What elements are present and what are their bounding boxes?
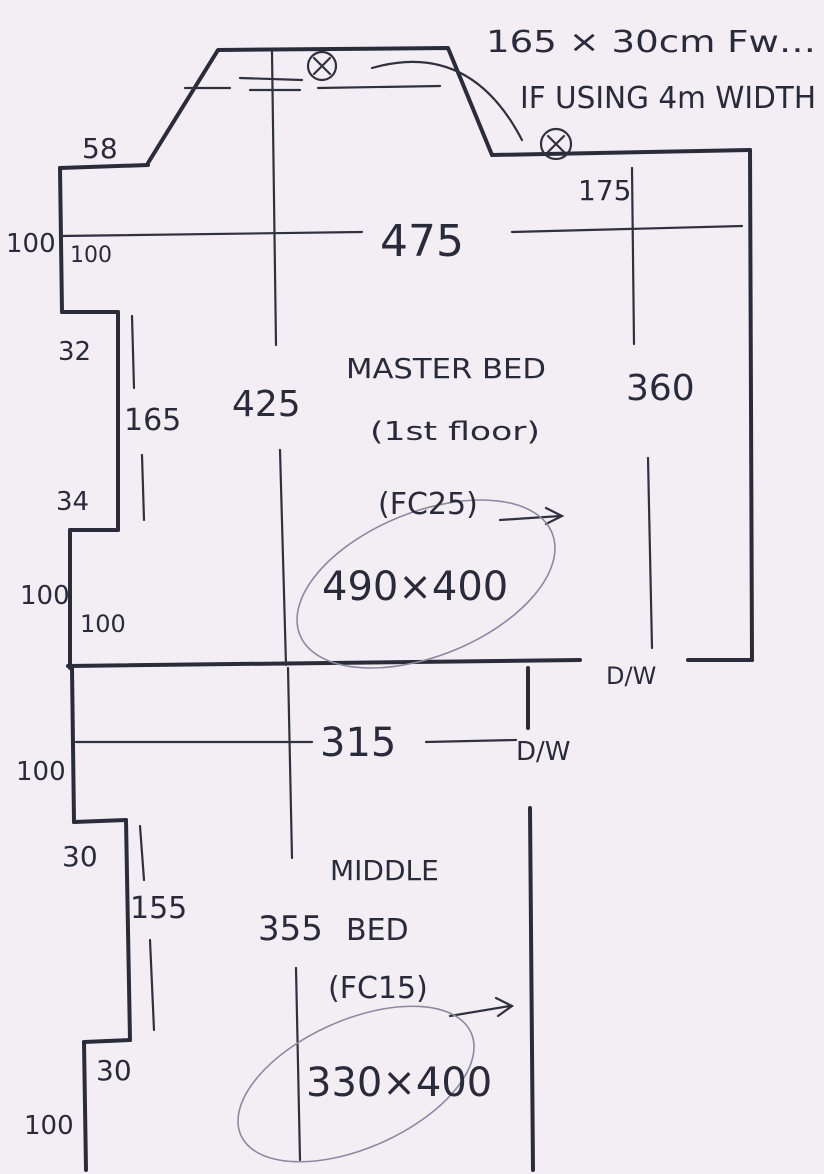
master-code: (FC25) xyxy=(378,487,478,522)
circle-mark-top xyxy=(306,50,338,82)
dim-wardrobe-master: D/W xyxy=(606,662,656,690)
circle-mark-right xyxy=(539,127,573,161)
dim-left-30-b: 30 xyxy=(96,1054,132,1087)
dim-left-155: 155 xyxy=(130,891,187,926)
dim-left-100-d: 100 xyxy=(24,1111,74,1141)
dim-depth-master: 425 xyxy=(232,384,301,425)
middle-size: 330×400 xyxy=(306,1060,492,1106)
room-divider-wall xyxy=(66,658,582,668)
dim-left-100-c: 100 xyxy=(16,757,66,787)
master-bedroom-walls xyxy=(58,46,754,670)
dim-wardrobe-middle: D/W xyxy=(516,737,571,767)
dim-height-master-right: 360 xyxy=(626,368,695,409)
note-line-2: IF USING 4m WIDTH xyxy=(520,81,816,116)
bay-arrow xyxy=(370,60,524,142)
middle-code: (FC15) xyxy=(328,971,428,1006)
dim-left-100-a-inner: 100 xyxy=(70,243,112,268)
dim-left-30-a: 30 xyxy=(62,840,98,873)
dim-left-32: 32 xyxy=(58,337,91,367)
master-title: MASTER BED xyxy=(346,352,546,385)
middle-subtitle: BED xyxy=(346,913,409,948)
middle-bedroom-labels: MIDDLE BED (FC15) 330×400 xyxy=(306,854,492,1106)
dimension-labels: 58 175 475 360 425 100 100 32 165 34 100… xyxy=(6,132,695,1141)
dim-depth-middle: 355 xyxy=(258,909,323,949)
dim-left-165: 165 xyxy=(124,403,181,438)
dim-top-left: 58 xyxy=(82,132,118,165)
dimension-lines xyxy=(58,50,744,1162)
dim-width-master: 475 xyxy=(380,216,464,267)
dim-width-middle: 315 xyxy=(320,720,396,766)
dim-left-100-b: 100 xyxy=(20,581,70,611)
master-size: 490×400 xyxy=(322,564,508,610)
note-text: 165 × 30cm Fw… IF USING 4m WIDTH xyxy=(486,25,816,116)
note-line-1: 165 × 30cm Fw… xyxy=(486,25,816,60)
master-floor: (1st floor) xyxy=(370,417,540,447)
middle-bedroom-walls xyxy=(70,666,535,1172)
dim-left-34: 34 xyxy=(56,487,89,517)
middle-size-ellipse xyxy=(237,1005,475,1163)
arrow-master xyxy=(498,506,565,526)
master-bedroom-labels: MASTER BED (1st floor) (FC25) 490×400 xyxy=(322,352,546,610)
dim-left-100-a: 100 xyxy=(6,229,56,259)
master-size-ellipse xyxy=(296,499,556,669)
dim-top-right: 175 xyxy=(578,174,631,207)
dim-left-100-b-inner: 100 xyxy=(80,610,126,638)
middle-title: MIDDLE xyxy=(330,854,439,887)
arrow-middle xyxy=(448,996,515,1018)
